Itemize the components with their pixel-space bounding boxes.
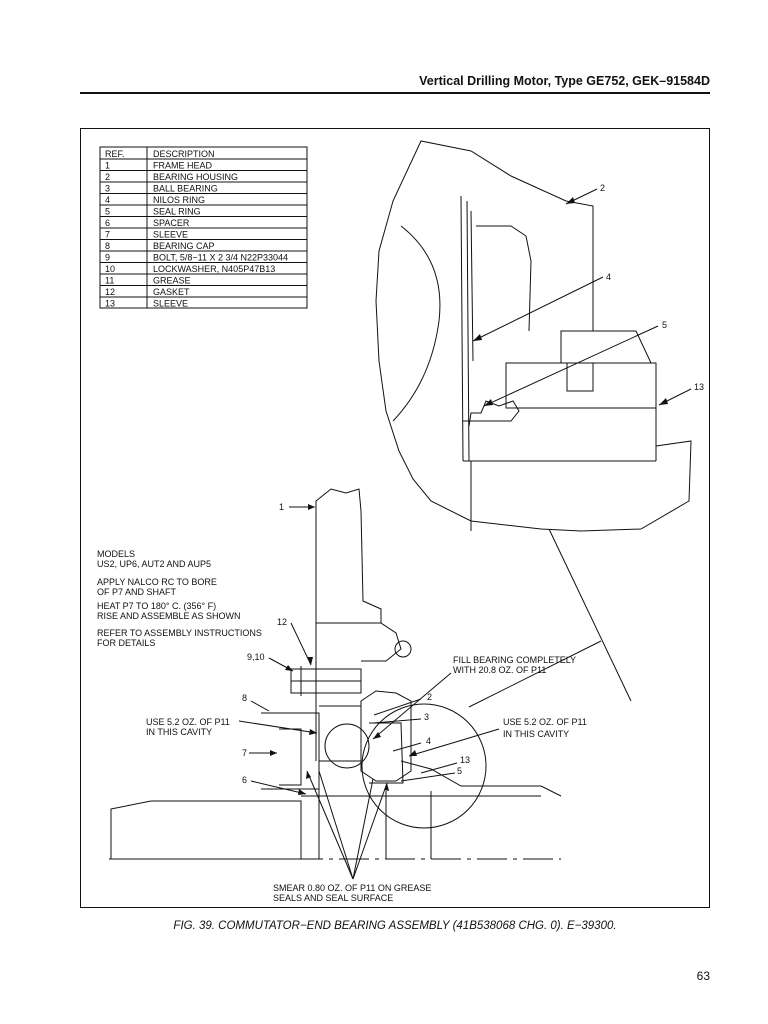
callout-use-right-line1: USE 5.2 OZ. OF P11 xyxy=(503,717,587,727)
table-cell-description: LOCKWASHER, N405P47B13 xyxy=(153,264,275,274)
arrowheads xyxy=(270,197,668,795)
table-cell-ref: 6 xyxy=(105,218,110,228)
note-models-line1: MODELS xyxy=(97,549,135,559)
table-cell-description: BOLT, 5/8−11 X 2 3/4 N22P33044 xyxy=(153,253,288,263)
table-cell-ref: 9 xyxy=(105,253,110,263)
ref-label: 9,10 xyxy=(247,652,265,662)
note-models-line2: US2, UP6, AUT2 AND AUP5 xyxy=(97,559,211,569)
ref-label: 13 xyxy=(460,755,470,765)
table-cell-ref: 2 xyxy=(105,172,110,182)
note-heat-line2: RISE AND ASSEMBLE AS SHOWN xyxy=(97,611,241,621)
table-cell-description: SPACER xyxy=(153,218,190,228)
table-cell-description: FRAME HEAD xyxy=(153,161,213,171)
callout-use-right-line2: IN THIS CAVITY xyxy=(503,729,569,739)
table-cell-ref: 7 xyxy=(105,230,110,240)
ref-label: 4 xyxy=(426,736,431,746)
ref-label: 2 xyxy=(427,692,432,702)
ref-label: 13 xyxy=(694,382,704,392)
ref-label: 7 xyxy=(242,748,247,758)
ref-label: 4 xyxy=(606,272,611,282)
ref-label: 3 xyxy=(424,712,429,722)
table-cell-ref: 10 xyxy=(105,264,115,274)
header-rule xyxy=(80,92,710,94)
assembly-drawing: REF. DESCRIPTION 1 FRAME HEAD 2 BEARING … xyxy=(97,140,704,903)
table-cell-ref: 12 xyxy=(105,287,115,297)
main-cross-section xyxy=(109,488,602,860)
figure-caption: FIG. 39. COMMUTATOR−END BEARING ASSEMBLY… xyxy=(173,920,617,932)
ref-label: 2 xyxy=(600,183,605,193)
table-cell-description: GREASE xyxy=(153,276,191,286)
table-cell-ref: 13 xyxy=(105,299,115,309)
table-cell-description: NILOS RING xyxy=(153,195,205,205)
note-refer-line2: FOR DETAILS xyxy=(97,638,155,648)
ref-label: 5 xyxy=(662,320,667,330)
callout-use-left-line2: IN THIS CAVITY xyxy=(146,727,212,737)
callout-fill-line2: WITH 20.8 OZ. OF P11 xyxy=(453,665,546,675)
note-apply-line1: APPLY NALCO RC TO BORE xyxy=(97,577,217,587)
note-refer-line1: REFER TO ASSEMBLY INSTRUCTIONS xyxy=(97,628,262,638)
running-header: Vertical Drilling Motor, Type GE752, GEK… xyxy=(419,74,710,88)
table-cell-description: SLEEVE xyxy=(153,299,188,309)
note-apply-line2: OF P7 AND SHAFT xyxy=(97,587,177,597)
page-number: 63 xyxy=(696,969,710,983)
ref-label: 8 xyxy=(242,693,247,703)
table-cell-description: BALL BEARING xyxy=(153,184,218,194)
callout-use-left-line1: USE 5.2 OZ. OF P11 xyxy=(146,717,230,727)
table-cell-ref: 8 xyxy=(105,241,110,251)
table-cell-description: SEAL RING xyxy=(153,207,201,217)
table-cell-ref: 3 xyxy=(105,184,110,194)
table-header-description: DESCRIPTION xyxy=(153,149,215,159)
callout-smear-line1: SMEAR 0.80 OZ. OF P11 ON GREASE xyxy=(273,883,431,893)
ref-label: 5 xyxy=(457,766,462,776)
parts-table: REF. DESCRIPTION 1 FRAME HEAD 2 BEARING … xyxy=(99,146,308,309)
ref-label: 12 xyxy=(277,617,287,627)
callout-fill-line1: FILL BEARING COMPLETELY xyxy=(453,655,576,665)
table-cell-description: GASKET xyxy=(153,287,190,297)
table-cell-ref: 5 xyxy=(105,207,110,217)
table-cell-ref: 4 xyxy=(105,195,110,205)
table-cell-ref: 11 xyxy=(105,276,114,286)
table-cell-description: BEARING CAP xyxy=(153,241,215,251)
ref-label: 6 xyxy=(242,775,247,785)
ref-label: 1 xyxy=(279,502,284,512)
table-cell-description: BEARING HOUSING xyxy=(153,172,238,182)
table-cell-ref: 1 xyxy=(105,161,110,171)
table-cell-description: SLEEVE xyxy=(153,230,188,240)
callout-smear-line2: SEALS AND SEAL SURFACE xyxy=(273,893,393,903)
table-header-ref: REF. xyxy=(105,149,125,159)
figure-frame: REF. DESCRIPTION 1 FRAME HEAD 2 BEARING … xyxy=(80,128,710,908)
note-heat-line1: HEAT P7 TO 180° C. (356° F) xyxy=(97,601,216,611)
detail-view xyxy=(375,140,692,702)
